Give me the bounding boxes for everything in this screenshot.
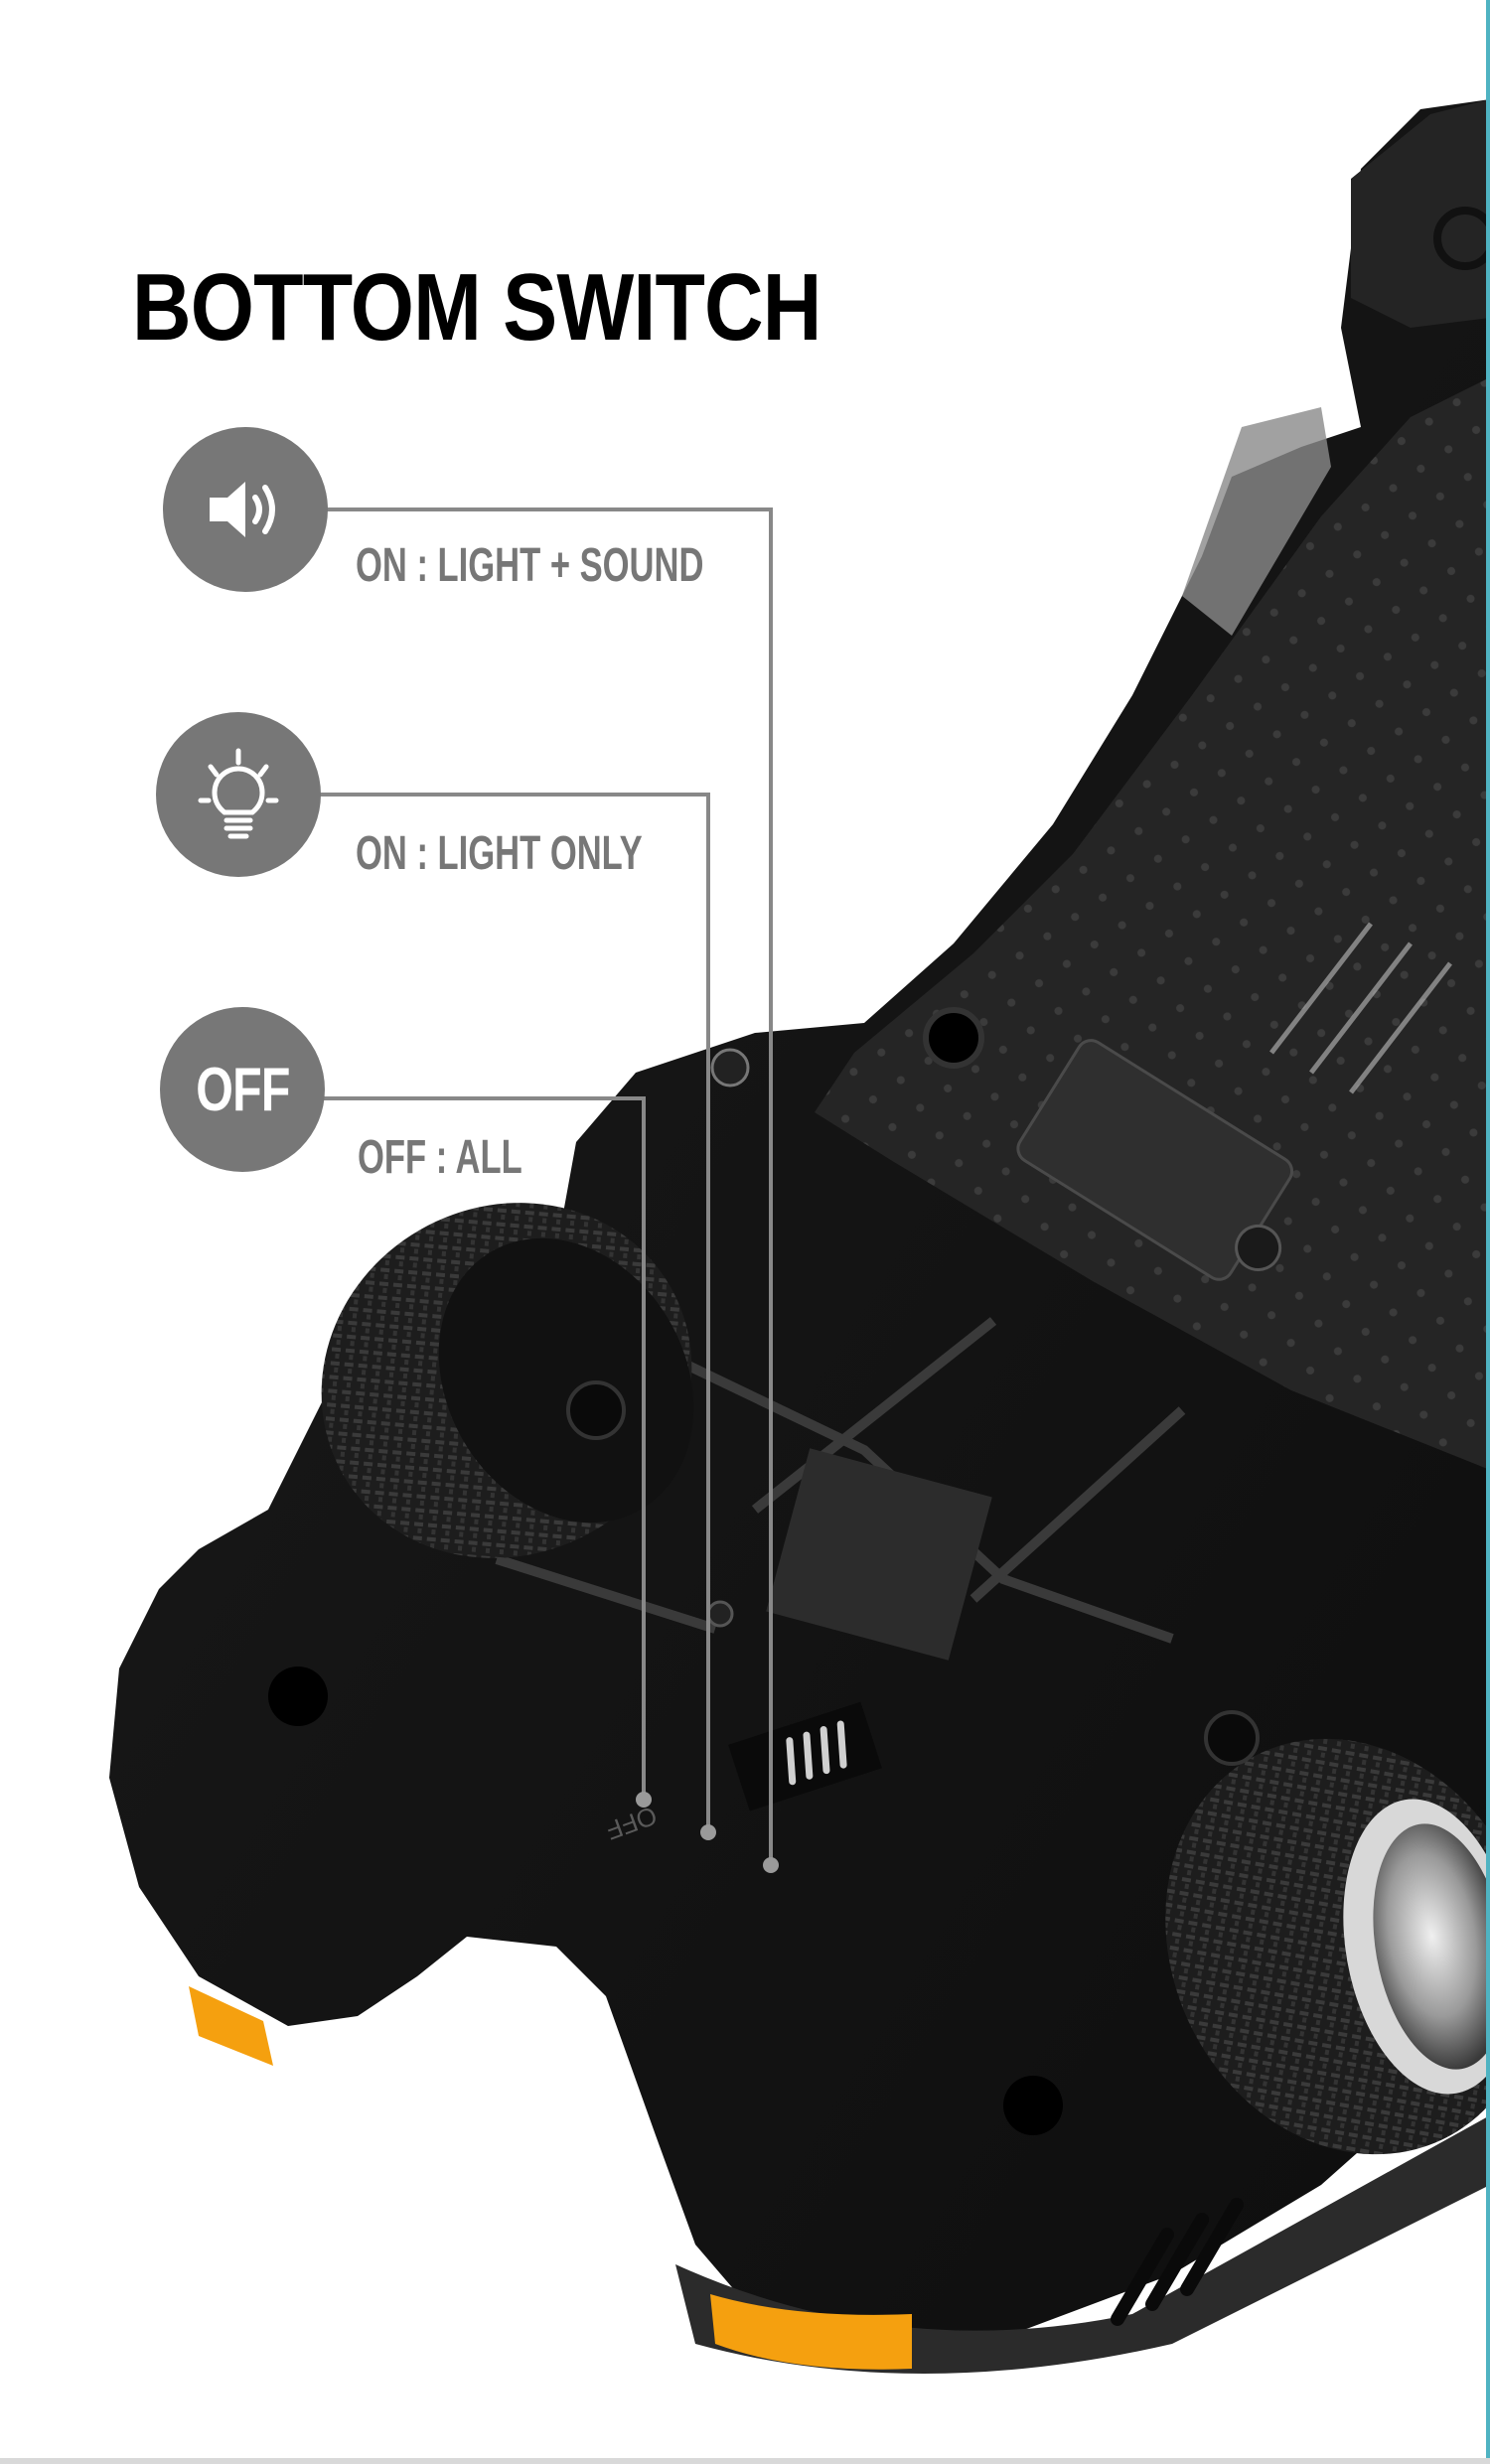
left-wheel	[321, 1203, 694, 1558]
leader-line-off-h	[285, 1096, 646, 1100]
speaker-icon	[210, 482, 275, 537]
leader-line-light-v	[706, 793, 710, 1832]
right-wheel	[1165, 1710, 1490, 2155]
mode-sound-badge	[163, 427, 328, 592]
bottom-band	[0, 2458, 1490, 2464]
right-edge-accent	[1486, 0, 1490, 2459]
leader-dot-light	[700, 1824, 716, 1840]
mode-off-label: OFF : ALL	[358, 1131, 522, 1184]
mode-light-badge	[156, 712, 321, 877]
leader-dot-off	[636, 1792, 652, 1808]
mode-sound-label: ON : LIGHT + SOUND	[356, 539, 704, 592]
leader-line-sound-v	[769, 507, 773, 1865]
leader-dot-sound	[763, 1857, 779, 1873]
off-icon: OFF	[195, 1055, 290, 1124]
leader-line-off-v	[642, 1096, 646, 1800]
leader-line-sound-h	[288, 507, 773, 511]
page-title: BOTTOM SWITCH	[132, 254, 821, 361]
leader-line-light-h	[283, 793, 710, 797]
mode-off-badge: OFF	[160, 1007, 325, 1172]
mode-light-label: ON : LIGHT ONLY	[356, 827, 643, 880]
lightbulb-icon	[198, 748, 279, 839]
